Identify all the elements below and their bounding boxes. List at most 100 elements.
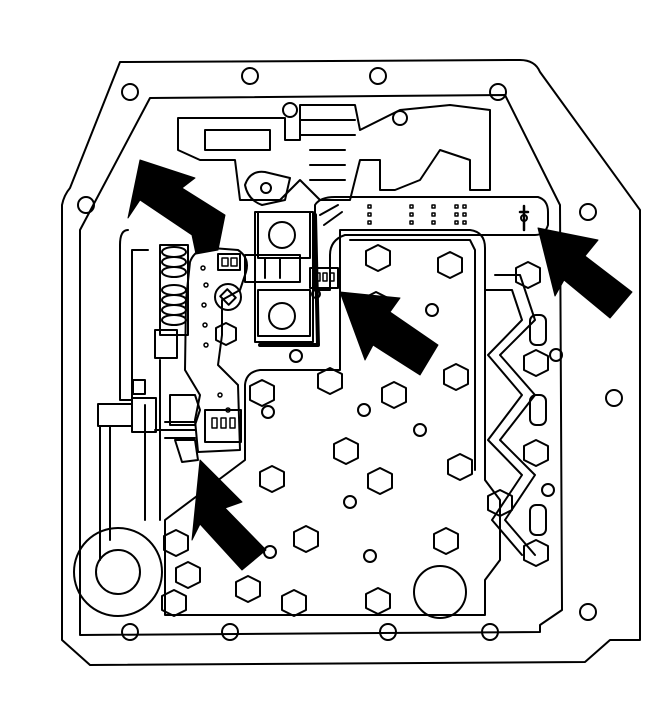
detent-lever-arm <box>244 170 291 206</box>
hex-bolt <box>281 589 307 617</box>
bolt-hole <box>77 196 95 214</box>
hex-bolt <box>433 527 459 555</box>
lever-connector-pin <box>221 257 229 267</box>
hex-bolt <box>447 453 473 481</box>
callout-arrows <box>127 159 633 571</box>
left-coil-stack <box>119 229 189 521</box>
arrow-pointing-bracket-marker <box>537 227 633 319</box>
outer-housing-edge <box>61 59 641 666</box>
bolt-hole <box>579 203 597 221</box>
hex-bolt <box>381 381 407 409</box>
left-block <box>154 329 178 359</box>
tube-hex <box>523 539 549 567</box>
right-tube-zigzag-inner <box>484 289 523 556</box>
upper-pin <box>392 110 408 126</box>
bolt-hole <box>221 623 239 641</box>
lever-nut <box>215 322 237 346</box>
tube-hex <box>515 261 541 289</box>
tube-port <box>549 348 563 362</box>
harness-plug <box>97 394 201 561</box>
bolt-hole <box>121 623 139 641</box>
inner-housing-edge <box>79 94 563 636</box>
bolt-hole <box>605 389 623 407</box>
switch-pin <box>315 272 321 282</box>
solenoid-connector <box>244 254 301 283</box>
hex-bolt <box>259 465 285 493</box>
upper-ribs <box>299 119 356 181</box>
hex-bolt <box>333 437 359 465</box>
port <box>289 349 303 363</box>
lever-connector <box>217 253 241 271</box>
arrow-pointing-pressure-switch <box>339 291 439 376</box>
lever-rivets <box>200 265 231 413</box>
port <box>425 303 439 317</box>
hex-bolt <box>317 367 343 395</box>
bracket-holes <box>367 204 467 225</box>
hex-bolt <box>293 525 319 553</box>
port <box>357 403 371 417</box>
solenoid-lower-port <box>268 302 296 330</box>
switch-screw <box>311 289 321 299</box>
tube-hex <box>523 439 549 467</box>
switch-pin <box>322 272 328 282</box>
left-tube-clip <box>132 379 146 395</box>
solenoid-upper <box>257 211 311 259</box>
solenoid-bracket <box>314 196 549 291</box>
tube-sleeve <box>529 504 547 536</box>
hex-bolt <box>161 589 187 617</box>
left-channel <box>144 359 161 521</box>
housing-outline <box>61 59 641 666</box>
hex-bolt <box>365 587 391 615</box>
arrow-pointing-harness-plug <box>191 459 267 571</box>
hex-bolt <box>443 363 469 391</box>
harness-plug-body <box>97 403 133 427</box>
bolt-hole <box>579 603 597 621</box>
lever-pivot-square <box>219 288 237 306</box>
harness-left-wall <box>99 425 111 561</box>
solenoid-lower <box>257 289 311 337</box>
tube-sleeve <box>529 314 547 346</box>
switch-connector <box>309 267 339 289</box>
bore-outer <box>73 527 163 617</box>
bottom-bore <box>413 565 467 619</box>
bolt-hole <box>121 83 139 101</box>
port <box>363 549 377 563</box>
solenoid-housing <box>254 211 314 343</box>
cross-marker-icon <box>518 204 530 232</box>
solenoid-block <box>244 211 339 347</box>
lever-plug-pin <box>229 417 236 429</box>
left-tube <box>119 229 149 401</box>
cross-marker-dot <box>520 214 528 222</box>
right-tubes <box>484 261 563 567</box>
upper-slot <box>204 129 271 151</box>
bolt-hole <box>379 623 397 641</box>
lever-pivot <box>214 283 242 311</box>
bore-outer <box>413 565 467 619</box>
bolt-hole <box>369 67 387 85</box>
tube-sleeve <box>529 394 547 426</box>
switch-pin <box>329 272 335 282</box>
bolt-hole <box>481 623 499 641</box>
bracket-slot <box>319 204 343 226</box>
harness-clip <box>169 394 201 426</box>
port <box>261 405 275 419</box>
bore-inner <box>95 549 141 595</box>
upper-pin <box>282 102 298 118</box>
bolt-hole <box>241 67 259 85</box>
port <box>263 545 277 559</box>
hex-bolt <box>175 561 201 589</box>
solenoid-upper-port <box>268 221 296 249</box>
coil-rings <box>161 246 187 326</box>
bolt-hole <box>489 83 507 101</box>
coil-guide <box>159 244 189 336</box>
hex-bolt <box>367 467 393 495</box>
tube-port <box>541 483 555 497</box>
lever-connector-pin <box>230 257 238 267</box>
tube-hex <box>523 349 549 377</box>
lever-plug-pin <box>220 417 227 429</box>
hex-bolt <box>163 529 189 557</box>
plate-inner-edge <box>349 239 476 471</box>
hex-bolt <box>365 244 391 272</box>
